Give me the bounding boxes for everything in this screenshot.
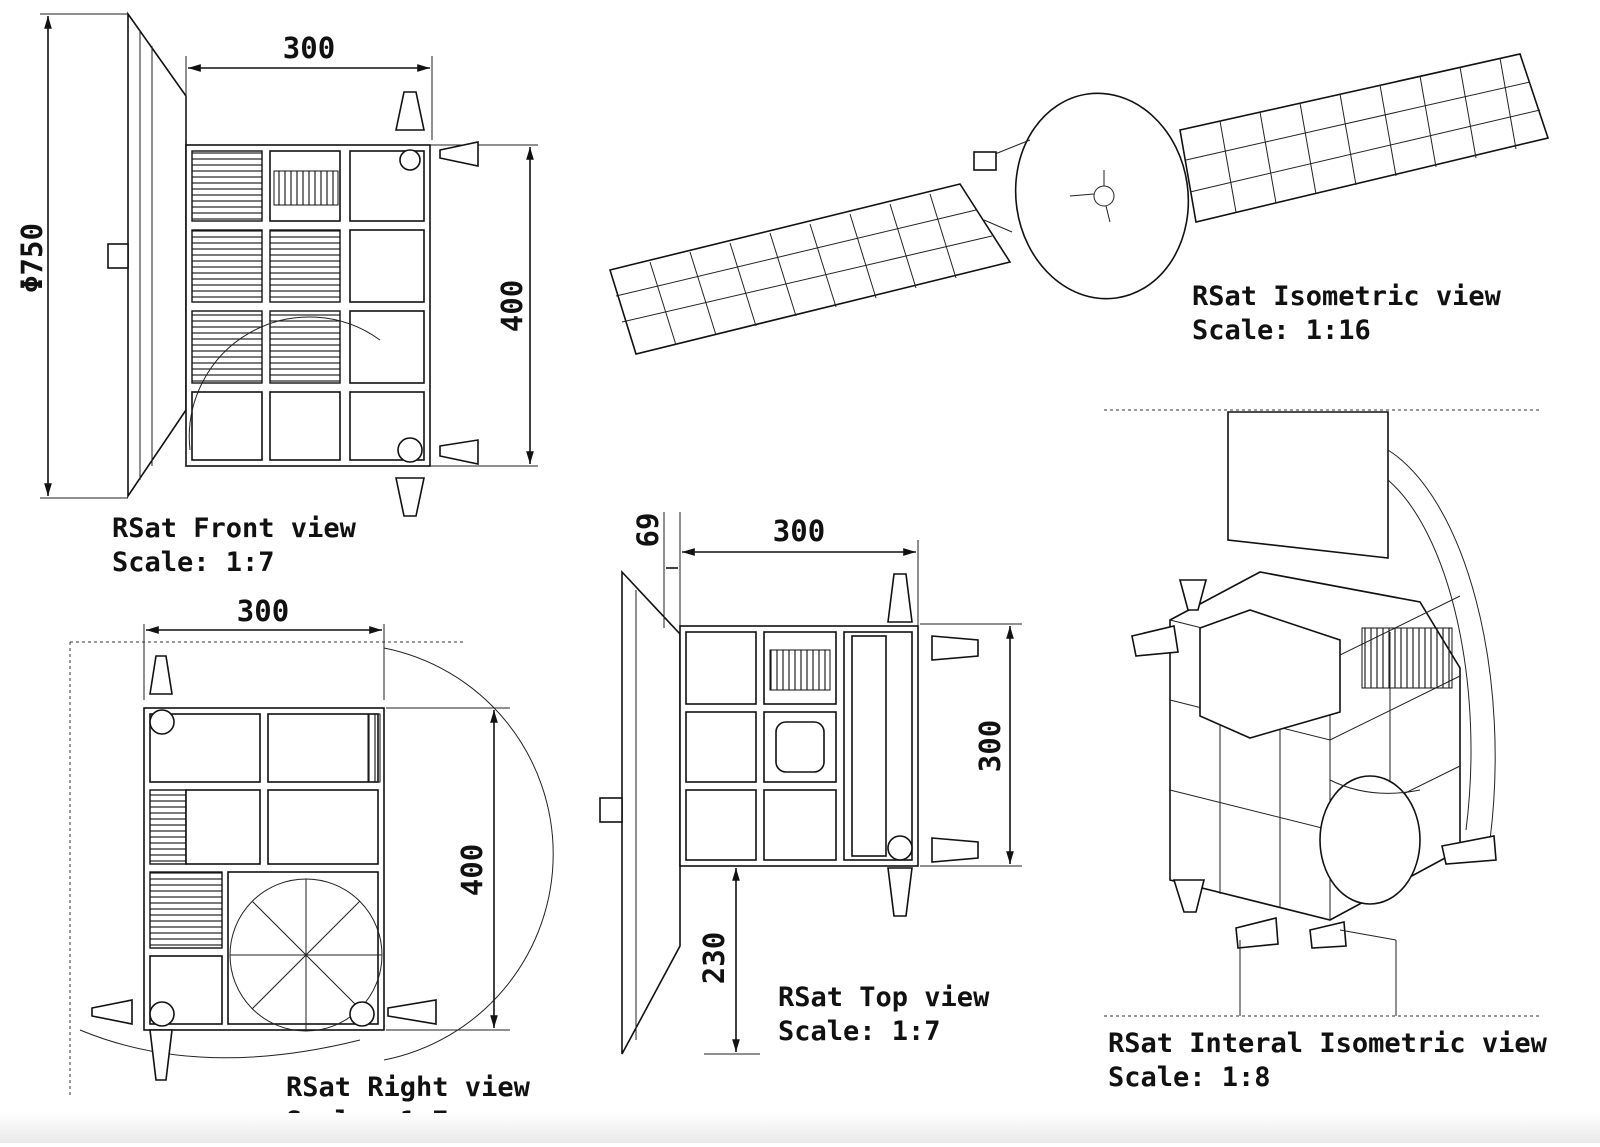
top-length-label: 230 — [697, 932, 731, 984]
front-view-scale: Scale: 1:7 — [112, 547, 275, 578]
front-view-title: RSat Front view — [112, 513, 357, 544]
right-width-label: 300 — [237, 594, 289, 628]
front-view: Φ750 300 400 — [15, 11, 538, 517]
internal-isometric-view — [1104, 409, 1540, 1017]
internal-view-scale: Scale: 1:8 — [1108, 1062, 1271, 1093]
right-view-title: RSat Right view — [286, 1072, 531, 1103]
front-diameter-label: Φ750 — [15, 223, 49, 293]
internal-isometric-view-caption: RSat Interal Isometric view Scale: 1:8 — [1108, 1028, 1548, 1093]
internal-view-title: RSat Interal Isometric view — [1108, 1028, 1548, 1059]
top-width-label: 300 — [773, 514, 825, 548]
top-view-title: RSat Top view — [778, 982, 990, 1013]
right-solar-panel — [1179, 53, 1550, 223]
front-height-label: 400 — [495, 280, 529, 332]
front-width-label: 300 — [283, 31, 335, 65]
isometric-view-title: RSat Isometric view — [1192, 281, 1502, 312]
top-height-label: 300 — [973, 720, 1007, 772]
bottom-fade-bar — [0, 1113, 1600, 1143]
left-solar-panel — [608, 183, 1012, 355]
isometric-view-caption: RSat Isometric view Scale: 1:16 — [1192, 281, 1502, 346]
isometric-view-scale: Scale: 1:16 — [1192, 315, 1371, 346]
top-view-scale: Scale: 1:7 — [778, 1016, 941, 1047]
top-offset-label: 69 — [631, 513, 665, 548]
top-view-caption: RSat Top view Scale: 1:7 — [778, 982, 990, 1047]
front-view-caption: RSat Front view Scale: 1:7 — [112, 513, 357, 578]
right-view: 300 400 — [69, 594, 554, 1098]
right-height-label: 400 — [455, 844, 489, 896]
top-view: 69 300 300 230 — [599, 512, 1022, 1055]
isometric-view — [608, 53, 1550, 355]
